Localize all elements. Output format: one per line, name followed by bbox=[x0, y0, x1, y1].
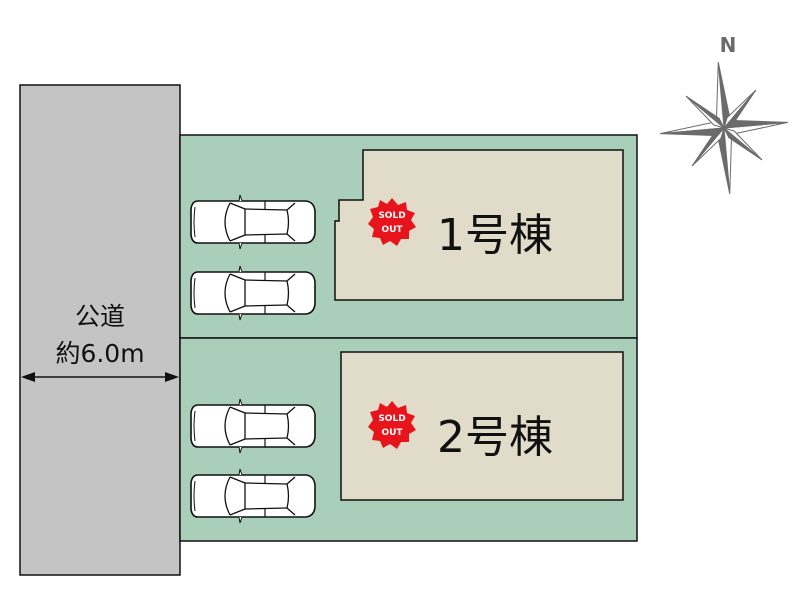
road-width-arrow bbox=[21, 372, 179, 382]
compass-rose-icon bbox=[660, 62, 788, 194]
building-1 bbox=[334, 149, 624, 301]
sold-out-badge-2-line1: SOLD bbox=[378, 414, 405, 424]
road-width-label: 約6.0m bbox=[55, 339, 144, 368]
car-icon bbox=[190, 265, 316, 321]
sold-out-badge-2-line2: OUT bbox=[381, 428, 403, 438]
car-icon bbox=[190, 194, 316, 250]
building-2 bbox=[340, 351, 624, 501]
sold-out-badge-1-line1: SOLD bbox=[378, 211, 405, 221]
building-2-label: 2号棟 bbox=[437, 412, 553, 463]
sold-out-badge-1-line2: OUT bbox=[381, 225, 403, 235]
public-road bbox=[19, 84, 181, 576]
sold-out-badge-2: SOLD OUT bbox=[368, 401, 416, 449]
sold-out-badge-1: SOLD OUT bbox=[368, 198, 416, 246]
road-name-label: 公道 bbox=[75, 302, 125, 331]
building-1-label: 1号棟 bbox=[437, 210, 553, 261]
car-icon bbox=[190, 468, 316, 524]
car-icon bbox=[190, 398, 316, 454]
compass-north-label: N bbox=[720, 33, 737, 57]
